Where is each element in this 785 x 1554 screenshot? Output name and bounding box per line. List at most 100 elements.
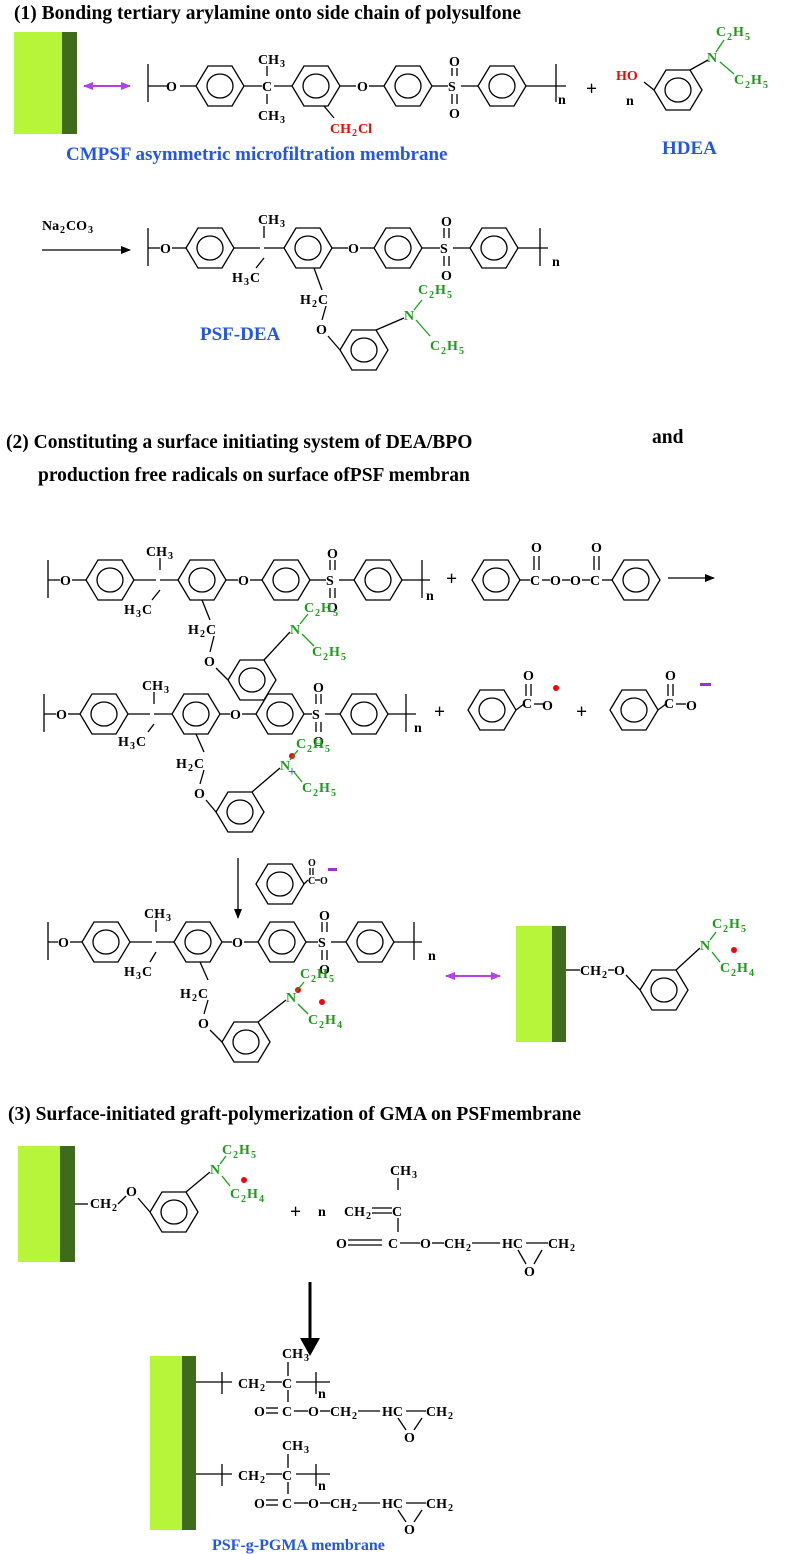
svg-text:H: H [751, 73, 762, 88]
svg-text:Na: Na [42, 219, 59, 234]
svg-text:5: 5 [447, 290, 452, 301]
svg-text:n: n [626, 94, 634, 109]
svg-text:CH: CH [330, 1405, 351, 1420]
svg-text:H: H [321, 601, 332, 616]
svg-text:5: 5 [341, 652, 346, 663]
svg-text:3: 3 [304, 1353, 309, 1364]
svg-text:C: C [230, 1187, 240, 1202]
svg-text:O: O [60, 574, 71, 589]
svg-text:O: O [686, 699, 697, 714]
svg-text:O: O [319, 909, 330, 924]
svg-text:+: + [288, 765, 296, 780]
svg-text:2: 2 [352, 1503, 357, 1514]
svg-text:4: 4 [749, 968, 754, 979]
svg-text:CH: CH [146, 545, 167, 560]
svg-text:3: 3 [280, 59, 285, 70]
svg-text:2: 2 [60, 225, 65, 236]
svg-text:2: 2 [241, 1194, 246, 1205]
svg-text:N: N [707, 51, 717, 66]
svg-text:HO: HO [616, 69, 638, 84]
svg-text:O: O [230, 708, 241, 723]
svg-text:2: 2 [312, 299, 317, 310]
svg-text:2: 2 [200, 629, 205, 640]
svg-text:O: O [313, 735, 324, 750]
bpo-molecule: C O O O C O [471, 541, 661, 601]
svg-text:n: n [414, 721, 422, 736]
svg-text:3: 3 [168, 551, 173, 562]
membrane-block-1 [14, 32, 77, 134]
svg-text:O: O [336, 1237, 347, 1252]
section2-title-line1: (2) Constituting a surface initiating sy… [6, 432, 472, 453]
svg-text:n: n [552, 255, 560, 270]
svg-text:C: C [664, 697, 674, 712]
svg-text:O: O [348, 242, 359, 257]
svg-text:O: O [665, 669, 676, 684]
svg-text:3: 3 [412, 1170, 417, 1181]
reaction-arrow-4-head [300, 1338, 320, 1356]
cmpsf-label: CMPSF asymmetric microfiltration membran… [66, 144, 447, 165]
svg-text:CH: CH [282, 1347, 303, 1362]
svg-text:C: C [302, 781, 312, 796]
svg-text:CH: CH [144, 907, 165, 922]
svg-text:n: n [428, 949, 436, 964]
svg-text:C: C [198, 987, 208, 1002]
svg-text:C: C [712, 917, 722, 932]
svg-text:2: 2 [429, 290, 434, 301]
svg-text:3: 3 [164, 685, 169, 696]
psf-dea-label: PSF-DEA [200, 324, 281, 345]
plus-sign-2: + [446, 569, 457, 590]
svg-text:2: 2 [192, 993, 197, 1004]
section1-title: (1) Bonding tertiary arylamine onto side… [14, 3, 521, 24]
svg-text:C: C [308, 1013, 318, 1028]
svg-text:O: O [327, 601, 338, 616]
svg-text:O: O [449, 55, 460, 70]
svg-text:S: S [448, 80, 456, 95]
svg-text:O: O [254, 1497, 265, 1512]
grafted-membrane [150, 1356, 196, 1530]
benzoate-anion: C O O [609, 669, 711, 731]
hdea-label: HDEA [662, 138, 717, 159]
svg-text:CH: CH [142, 679, 163, 694]
svg-text:N: N [210, 1163, 220, 1178]
svg-text:O: O [308, 858, 316, 869]
svg-text:2: 2 [311, 974, 316, 985]
svg-text:O: O [357, 80, 368, 95]
svg-text:C: C [530, 574, 540, 589]
svg-text:H: H [188, 623, 199, 638]
svg-text:CH: CH [238, 1377, 259, 1392]
svg-text:CH: CH [444, 1237, 465, 1252]
svg-text:O: O [319, 963, 330, 978]
svg-text:O: O [166, 80, 177, 95]
svg-text:O: O [194, 787, 205, 802]
section3-title: (3) Surface-initiated graft-polymerizati… [8, 1104, 581, 1125]
gma-n: n [318, 1205, 326, 1220]
svg-text:3: 3 [244, 277, 249, 288]
svg-text:S: S [440, 242, 448, 257]
plus-sign-4: + [576, 702, 587, 723]
svg-text:O: O [313, 681, 324, 696]
svg-text:2: 2 [315, 608, 320, 619]
svg-text:C: C [392, 1205, 402, 1220]
svg-text:S: S [318, 936, 326, 951]
svg-text:n: n [318, 1479, 326, 1494]
svg-text:O: O [238, 574, 249, 589]
svg-text:3: 3 [136, 971, 141, 982]
svg-text:O: O [160, 242, 171, 257]
svg-text:C: C [734, 73, 744, 88]
svg-text:H: H [118, 735, 129, 750]
svg-text:5: 5 [329, 974, 334, 985]
svg-text:2: 2 [352, 1411, 357, 1422]
svg-text:C: C [282, 1405, 292, 1420]
svg-text:CH: CH [258, 213, 279, 228]
svg-text:H: H [232, 271, 243, 286]
svg-text:C: C [522, 697, 532, 712]
svg-text:H: H [247, 1187, 258, 1202]
svg-text:O: O [524, 1265, 535, 1280]
svg-text:2: 2 [727, 32, 732, 43]
